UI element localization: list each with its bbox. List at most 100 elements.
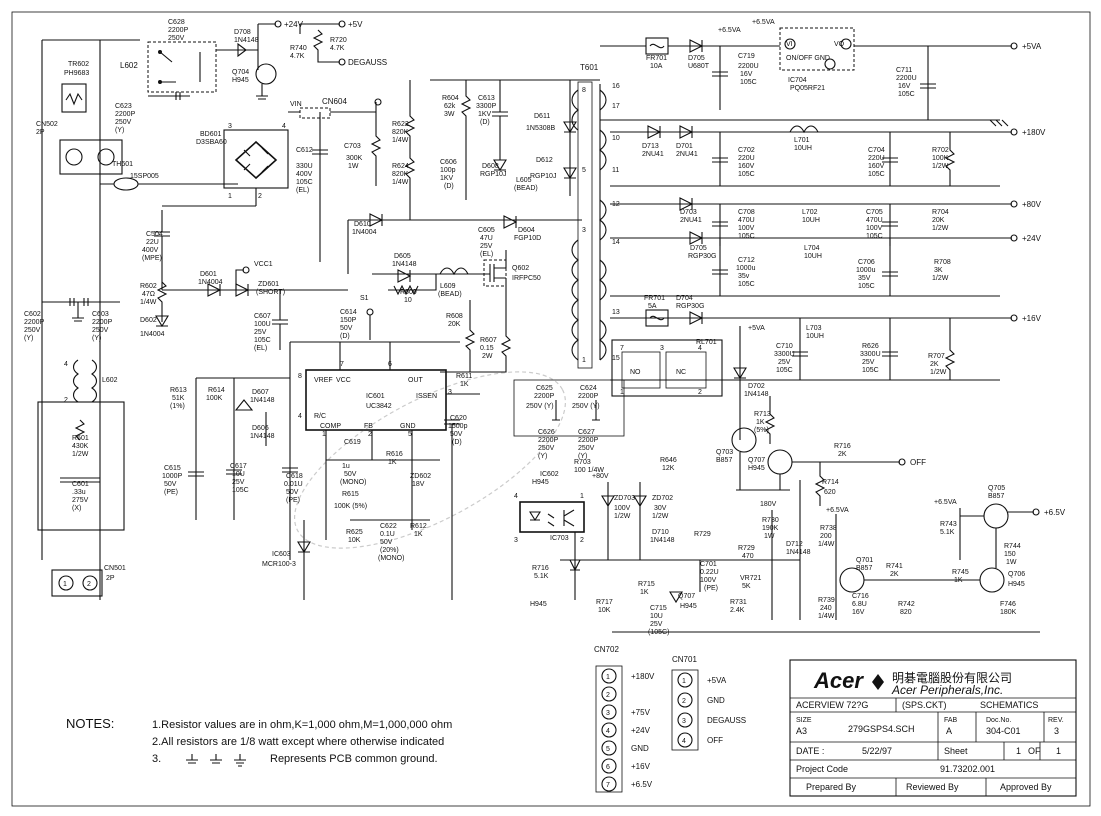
svg-text:R601: R601	[72, 435, 89, 442]
svg-text:C606: C606	[440, 159, 457, 166]
cn701-pin-label: +5VA	[707, 676, 727, 685]
acer-logo: Acer	[813, 668, 864, 693]
svg-text:100 1/4W: 100 1/4W	[574, 467, 604, 474]
svg-text:1: 1	[322, 431, 326, 438]
svg-text:0.1U: 0.1U	[380, 531, 395, 538]
svg-text:(Y): (Y)	[115, 127, 124, 134]
svg-text:D713: D713	[642, 143, 659, 150]
svg-text:47Ω: 47Ω	[142, 291, 155, 298]
svg-text:105C: 105C	[738, 171, 755, 178]
svg-text:IC703: IC703	[550, 535, 569, 542]
svg-text:1/2W: 1/2W	[652, 513, 669, 520]
svg-text:RGP10J: RGP10J	[480, 171, 506, 178]
relay-rl701	[611, 339, 723, 397]
cn702-pin-number: 3	[606, 710, 610, 717]
svg-text:0.15: 0.15	[480, 345, 494, 352]
svg-text:Q704: Q704	[232, 69, 249, 76]
svg-text:400V: 400V	[296, 171, 313, 178]
rail-5v-top: +5V	[348, 20, 363, 29]
degauss-top: DEGAUSS	[348, 58, 387, 67]
cn702-pin-label: +180V	[631, 672, 655, 681]
svg-text:2K: 2K	[930, 361, 939, 368]
svg-text:VCC: VCC	[336, 377, 351, 384]
svg-text:R613: R613	[170, 387, 187, 394]
svg-text:1/4W: 1/4W	[818, 541, 835, 548]
c711-ref: C711	[896, 67, 912, 74]
svg-text:5.1K: 5.1K	[940, 529, 955, 536]
svg-text:ZD601: ZD601	[258, 281, 279, 288]
tr602-val: PH9683	[64, 70, 89, 77]
date-value: 5/22/97	[862, 746, 892, 756]
note-2: 2.All resistors are 1/8 watt except wher…	[152, 736, 444, 748]
svg-text:C617: C617	[230, 463, 247, 470]
svg-text:470U: 470U	[738, 217, 755, 224]
svg-text:1500p: 1500p	[448, 423, 468, 430]
svg-text:Reviewed By: Reviewed By	[906, 782, 959, 792]
svg-text:250V: 250V	[24, 327, 41, 334]
svg-text:1: 1	[582, 357, 586, 364]
svg-text:250V: 250V	[168, 35, 185, 42]
svg-text:1N4148: 1N4148	[744, 391, 769, 398]
svg-text:FR701: FR701	[644, 295, 665, 302]
svg-text:10: 10	[404, 297, 412, 304]
svg-text:R616: R616	[386, 451, 403, 458]
ic702-val: H945	[680, 603, 697, 610]
r626-ref: C703	[344, 143, 361, 150]
svg-text:240: 240	[820, 605, 832, 612]
svg-text:L702: L702	[802, 209, 818, 216]
svg-text:+6.5VA: +6.5VA	[752, 19, 775, 26]
svg-text:220U: 220U	[868, 155, 885, 162]
svg-text:190K: 190K	[762, 525, 779, 532]
cn702-pin-7	[601, 776, 617, 792]
rail-5va: +5VA	[1022, 42, 1042, 51]
svg-text:Q602: Q602	[512, 265, 529, 272]
svg-text:1W: 1W	[348, 163, 359, 170]
svg-text:1N4004: 1N4004	[352, 229, 377, 236]
svg-text:50V: 50V	[380, 539, 393, 546]
svg-text:105C: 105C	[254, 337, 271, 344]
svg-text:13: 13	[612, 309, 620, 316]
svg-text:820: 820	[900, 609, 912, 616]
svg-text:2200P: 2200P	[168, 27, 189, 34]
optocoupler-ic602	[519, 501, 585, 533]
svg-text:C615: C615	[164, 465, 181, 472]
svg-text:COMP: COMP	[320, 423, 341, 430]
c719-ref: C719	[738, 53, 755, 60]
cn702-pin-2	[601, 686, 617, 702]
transistor-q705	[983, 503, 1009, 529]
svg-text:10K: 10K	[598, 607, 611, 614]
cn702-pin-1	[601, 668, 617, 684]
svg-text:3K: 3K	[934, 267, 943, 274]
fab-value: A	[946, 726, 952, 736]
svg-text:105C: 105C	[738, 233, 755, 240]
svg-text:12K: 12K	[662, 465, 675, 472]
note-3: Represents PCB common ground.	[270, 753, 438, 765]
doc-number: 304-C01	[986, 726, 1021, 736]
svg-text:(BEAD): (BEAD)	[438, 291, 462, 298]
svg-text:R624: R624	[392, 163, 409, 170]
cn702-pin-6	[601, 758, 617, 774]
svg-text:R742: R742	[898, 601, 915, 608]
svg-text:(EL): (EL)	[480, 251, 493, 258]
svg-text:3: 3	[660, 345, 664, 352]
svg-text:R729: R729	[694, 531, 711, 538]
svg-text:1000u: 1000u	[736, 265, 756, 272]
svg-text:2: 2	[698, 389, 702, 396]
svg-text:180V: 180V	[760, 501, 777, 508]
svg-text:20K: 20K	[448, 321, 461, 328]
svg-text:VCC1: VCC1	[254, 261, 273, 268]
r707-ref: R707	[928, 353, 945, 360]
svg-text:NC: NC	[676, 369, 686, 376]
svg-text:Doc.No.: Doc.No.	[986, 717, 1011, 724]
svg-text:VI: VI	[786, 41, 793, 48]
svg-text:+80V: +80V	[592, 473, 609, 480]
svg-text:10UH: 10UH	[806, 333, 824, 340]
svg-text:250V (Y): 250V (Y)	[572, 403, 600, 410]
q703-val: B857	[716, 457, 732, 464]
svg-text:4.7K: 4.7K	[290, 53, 305, 60]
svg-text:Project Code: Project Code	[796, 764, 848, 774]
svg-text:8: 8	[298, 373, 302, 380]
